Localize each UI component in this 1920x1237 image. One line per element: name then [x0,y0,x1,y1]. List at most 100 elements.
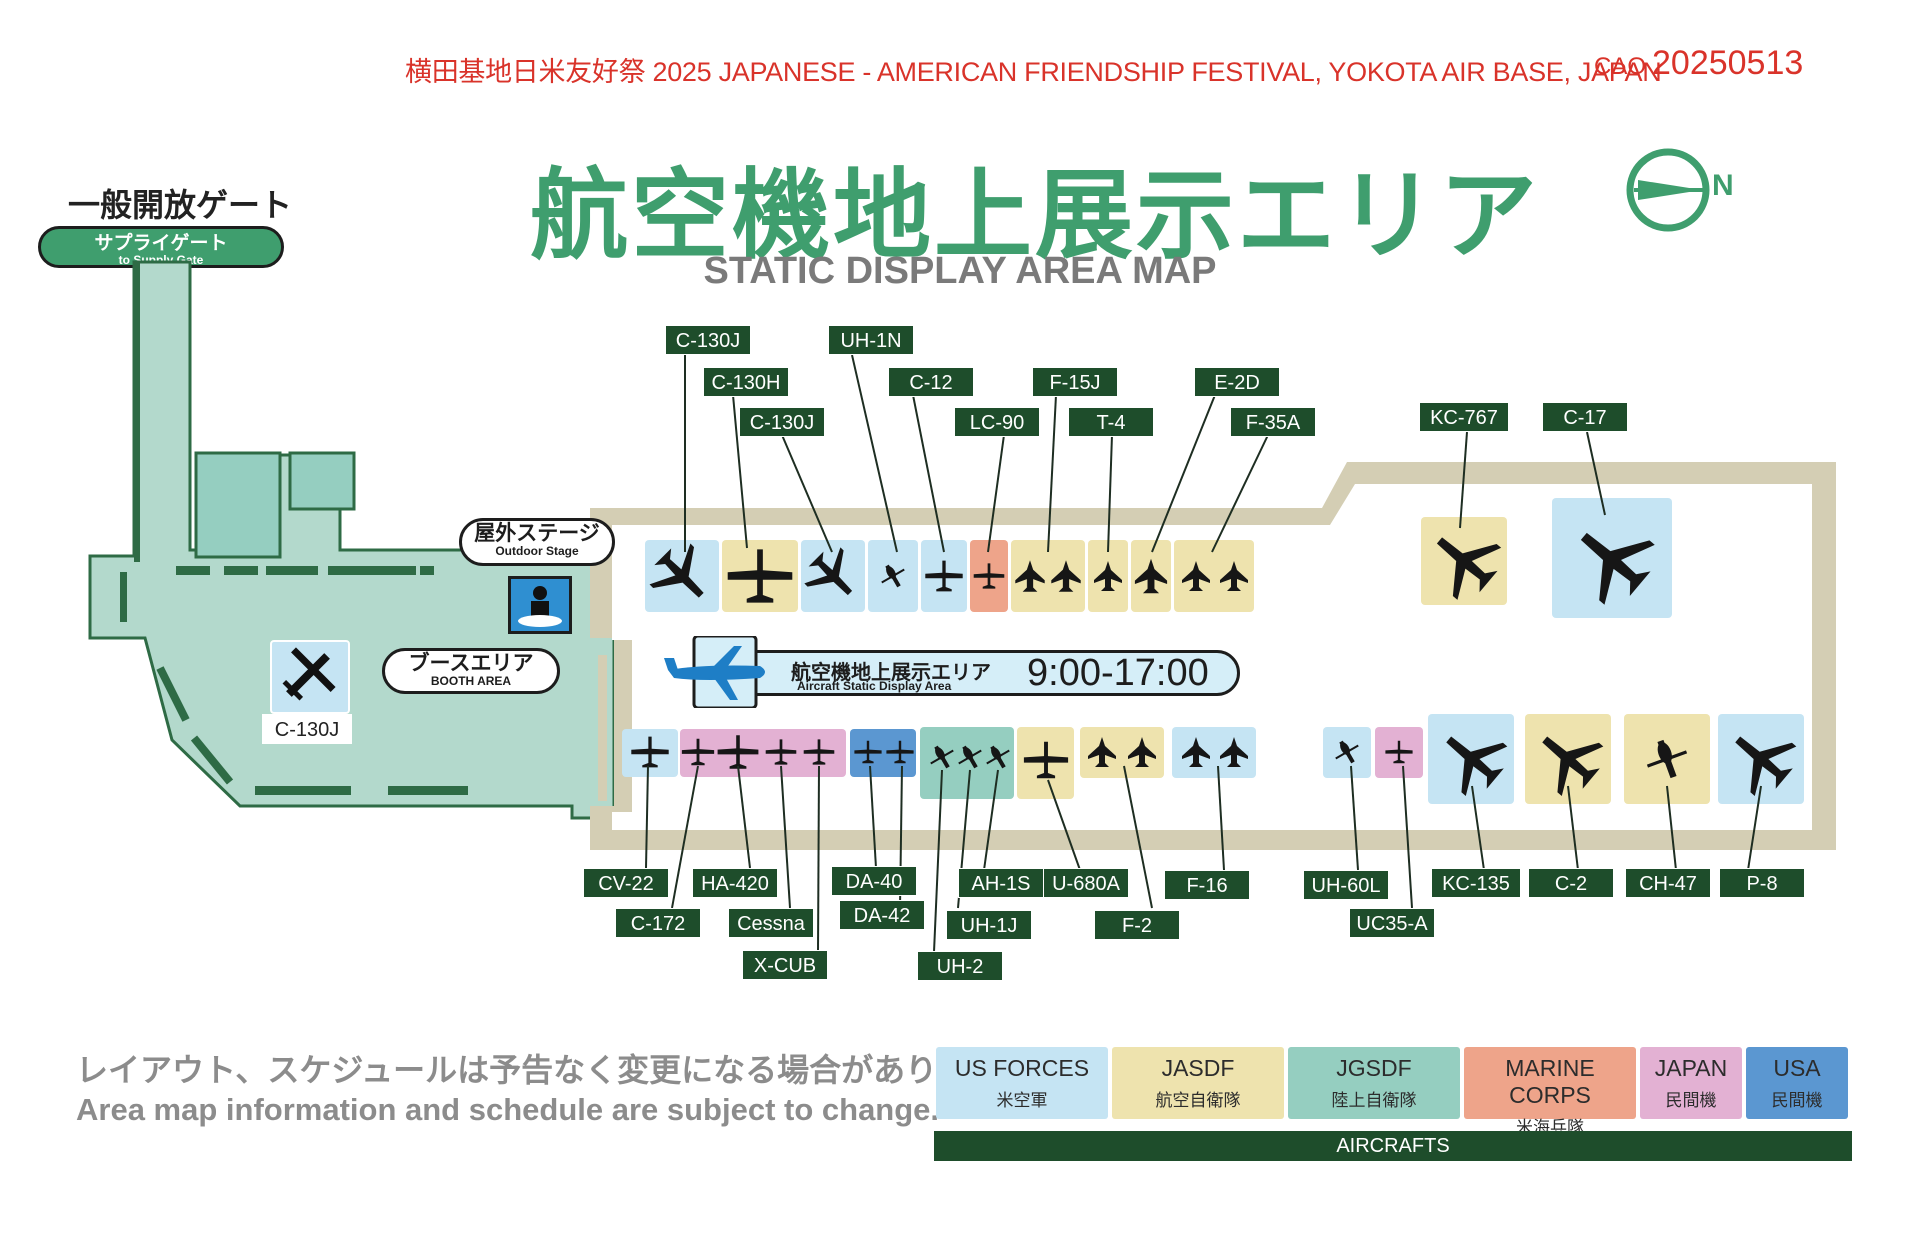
compass: N [1624,147,1744,233]
label-ch47: CH-47 [1625,868,1711,898]
slot-ah1s-uh1j[interactable] [920,727,1014,799]
label-c130j: C-130J [665,325,751,355]
slot-f2[interactable] [1080,727,1164,778]
booth-aircraft-label: C-130J [262,714,352,744]
slot-c130j[interactable] [645,540,719,612]
compass-arrow-icon [1626,148,1710,232]
outdoor-stage-sign: 屋外ステージ Outdoor Stage [459,518,615,566]
legend-caption: AIRCRAFTS [934,1131,1852,1161]
compass-north-label: N [1712,169,1734,202]
hours-time: 9:00-17:00 [1027,652,1209,694]
building [194,451,282,559]
label-c2: C-2 [1528,868,1614,898]
label-da40: DA-40 [831,866,917,896]
slot-uh1n[interactable] [868,540,918,612]
slot-da40-da42[interactable] [850,729,916,777]
booth-area-en: BOOTH AREA [430,674,512,688]
slot-t4[interactable] [1088,540,1128,612]
label-ah1s: AH-1S [958,868,1044,898]
label-uh1j: UH-1J [946,910,1032,940]
label-u680a: U-680A [1043,868,1129,898]
label-c172: C-172 [615,908,701,938]
legend-usa-civil: USA 民間機 [1746,1047,1848,1119]
legend-marine-corps: MARINE CORPS 米海兵隊 [1464,1047,1636,1138]
legend-jgsdf: JGSDF 陸上自衛隊 [1288,1047,1460,1119]
disclaimer-jp: レイアウト、スケジュールは予告なく変更になる場合があります。 [76,1051,1030,1089]
label-c130j-2: C-130J [739,407,825,437]
legend-jasdf: JASDF 航空自衛隊 [1112,1047,1284,1119]
label-c12: C-12 [888,367,974,397]
slot-c12[interactable] [921,540,967,612]
building [288,451,356,511]
slot-c130h[interactable] [722,540,798,612]
legend-japan-jp: 民間機 [1665,1091,1717,1111]
legend-jasdf-jp: 航空自衛隊 [1155,1091,1241,1111]
slot-lc90[interactable] [970,540,1008,612]
slot-u680a[interactable] [1017,727,1074,799]
slot-c172-ha420[interactable] [680,729,846,777]
label-ha420: HA-420 [692,868,778,898]
legend-us-forces-en: US FORCES [954,1055,1090,1081]
label-uh60l: UH-60L [1303,870,1389,900]
map-title-en: STATIC DISPLAY AREA MAP [703,250,1217,292]
label-cv22: CV-22 [583,868,669,898]
disclaimer-en: Area map information and schedule are su… [76,1092,940,1127]
cao-label: CAO [1594,53,1647,80]
slot-p8[interactable] [1718,714,1804,804]
hours-label-jp: 航空機地上展示エリア [791,660,991,684]
legend-usa-jp: 民間機 [1771,1091,1823,1111]
event-header: 横田基地日米友好祭 2025 JAPANESE - AMERICAN FRIEN… [405,57,1662,87]
booth-aircraft-slot[interactable] [270,640,350,714]
slot-f15j[interactable] [1011,540,1085,612]
label-kc767: KC-767 [1419,402,1509,432]
label-uh2: UH-2 [917,951,1003,981]
label-lc90: LC-90 [954,407,1040,437]
cao-number: 20250513 [1652,44,1804,82]
slot-c2[interactable] [1525,714,1611,804]
legend-marine-corps-en: MARINE CORPS [1505,1055,1595,1108]
booth-area-jp: ブースエリア [408,651,534,675]
legend-japan-civil: JAPAN 民間機 [1640,1047,1742,1119]
label-xcub: X-CUB [742,950,828,980]
slot-e2d[interactable] [1131,540,1171,612]
static-display-hours: 航空機地上展示エリア Aircraft Static Display Area … [696,650,1240,696]
label-da42: DA-42 [839,900,925,930]
legend-japan-en: JAPAN [1654,1055,1728,1081]
slot-uh60l[interactable] [1323,727,1371,778]
display-plane-illustration [664,634,768,710]
legend-us-forces-jp: 米空軍 [996,1091,1048,1111]
slot-f16[interactable] [1172,727,1256,778]
hours-label-en: Aircraft Static Display Area [797,679,952,693]
outdoor-stage-en: Outdoor Stage [495,544,579,558]
slot-kc135[interactable] [1428,714,1514,804]
slot-c130j-2[interactable] [801,540,865,612]
outdoor-stage-jp: 屋外ステージ [474,521,600,545]
slot-uc35a[interactable] [1375,727,1423,778]
legend-jasdf-en: JASDF [1161,1055,1235,1081]
label-f16: F-16 [1164,870,1250,900]
label-c130h: C-130H [703,367,789,397]
label-c17: C-17 [1542,402,1628,432]
label-kc135: KC-135 [1431,868,1521,898]
legend-us-forces: US FORCES 米空軍 [936,1047,1108,1119]
slot-c17[interactable] [1552,498,1672,618]
slot-cv22[interactable] [622,729,678,777]
slot-kc767[interactable] [1421,517,1507,605]
label-f35a: F-35A [1230,407,1316,437]
booth-area-sign: ブースエリア BOOTH AREA [382,648,560,694]
slot-f35a[interactable] [1174,540,1254,612]
label-t4: T-4 [1068,407,1154,437]
label-p8: P-8 [1719,868,1805,898]
label-f2: F-2 [1094,910,1180,940]
legend-usa-en: USA [1773,1055,1821,1081]
slot-ch47[interactable] [1624,714,1710,804]
cargo-plane-icon [282,647,336,701]
label-uh1n: UH-1N [828,325,914,355]
label-e2d: E-2D [1194,367,1280,397]
stage-performer-icon [508,576,572,634]
legend-jgsdf-jp: 陸上自衛隊 [1331,1091,1417,1111]
legend-jgsdf-en: JGSDF [1336,1055,1412,1081]
label-cessna: Cessna [728,908,814,938]
label-uc35a: UC35-A [1349,908,1435,938]
